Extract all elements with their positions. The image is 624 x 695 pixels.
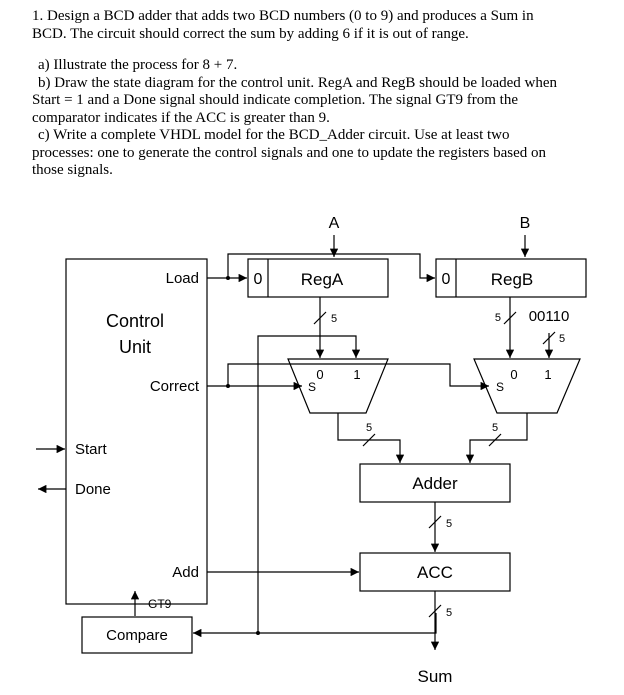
add-label: Add xyxy=(172,564,199,581)
regb-label: RegB xyxy=(491,270,534,289)
input-b-label: B xyxy=(520,215,531,232)
start-label: Start xyxy=(75,441,108,458)
control-unit-box xyxy=(65,258,208,605)
mux-left-to-adder-arrow xyxy=(337,413,405,463)
rega-box xyxy=(247,258,389,298)
regb-box xyxy=(435,258,587,298)
gt9-label: GT9 xyxy=(148,597,172,611)
junction-load xyxy=(226,276,230,280)
width-const: 5 xyxy=(559,333,565,345)
acc-feedback-wire xyxy=(257,335,437,634)
control-unit-title-line-2: Unit xyxy=(119,337,151,357)
part-b-line-1: b) Draw the state diagram for the contro… xyxy=(38,74,558,91)
part-a: a) Illustrate the process for 8 + 7. xyxy=(38,57,238,73)
width-mux-left-out: 5 xyxy=(366,422,372,434)
regb-reset-label: 0 xyxy=(442,271,451,288)
slash-mux-left-out xyxy=(362,433,376,447)
width-acc-out: 5 xyxy=(446,607,452,619)
acc-box xyxy=(359,552,511,592)
mux-right-sel-label: S xyxy=(496,380,504,394)
slash-rega-out xyxy=(313,311,327,325)
const-correction-label: 00110 xyxy=(529,308,570,325)
mux-left xyxy=(287,358,389,414)
correct-to-mux-right-arrow xyxy=(227,363,489,391)
rega-reset-label: 0 xyxy=(254,271,263,288)
part-b-line-3: comparator indicates if the ACC is great… xyxy=(32,109,330,126)
slash-regb-out xyxy=(503,311,517,325)
mux-left-in0-label: 0 xyxy=(316,367,323,382)
width-mux-right-out: 5 xyxy=(492,422,498,434)
correct-label: Correct xyxy=(150,378,200,395)
done-label: Done xyxy=(75,481,111,498)
width-rega-out: 5 xyxy=(331,313,337,325)
load-to-regb-arrow xyxy=(227,253,435,283)
problem-statement-line-2: BCD. The circuit should correct the sum … xyxy=(32,25,469,42)
part-c-line-3: those signals. xyxy=(32,162,113,178)
load-label: Load xyxy=(166,270,199,287)
slash-const xyxy=(542,331,556,345)
part-c-line-2: processes: one to generate the control s… xyxy=(32,144,547,161)
input-a-label: A xyxy=(329,215,340,232)
mux-right-in0-label: 0 xyxy=(510,367,517,382)
mux-right-in1-label: 1 xyxy=(544,367,551,382)
control-unit-title-line-1: Control xyxy=(106,311,164,331)
problem-statement-line-1: 1. Design a BCD adder that adds two BCD … xyxy=(32,8,534,24)
mux-right-to-adder-arrow xyxy=(465,413,528,463)
sum-label: Sum xyxy=(418,667,453,686)
slash-adder-out xyxy=(428,515,442,529)
junction-feedback xyxy=(256,631,260,635)
adder-box xyxy=(359,463,511,503)
mux-left-in1-label: 1 xyxy=(353,367,360,382)
compare-label: Compare xyxy=(106,627,168,644)
junction-correct xyxy=(226,384,230,388)
compare-box xyxy=(81,616,193,654)
part-b-line-2: Start = 1 and a Done signal should indic… xyxy=(32,92,518,108)
acc-label: ACC xyxy=(417,563,453,582)
mux-left-sel-label: S xyxy=(308,380,316,394)
adder-label: Adder xyxy=(412,474,458,493)
width-regb-out: 5 xyxy=(495,312,501,324)
problem-text: 1. Design a BCD adder that adds two BCD … xyxy=(32,8,612,180)
mux-right xyxy=(473,358,581,414)
part-c-line-1: c) Write a complete VHDL model for the B… xyxy=(38,127,510,143)
width-adder-out: 5 xyxy=(446,518,452,530)
slash-acc-out xyxy=(428,604,442,618)
rega-label: RegA xyxy=(301,270,344,289)
slash-mux-right-out xyxy=(488,433,502,447)
